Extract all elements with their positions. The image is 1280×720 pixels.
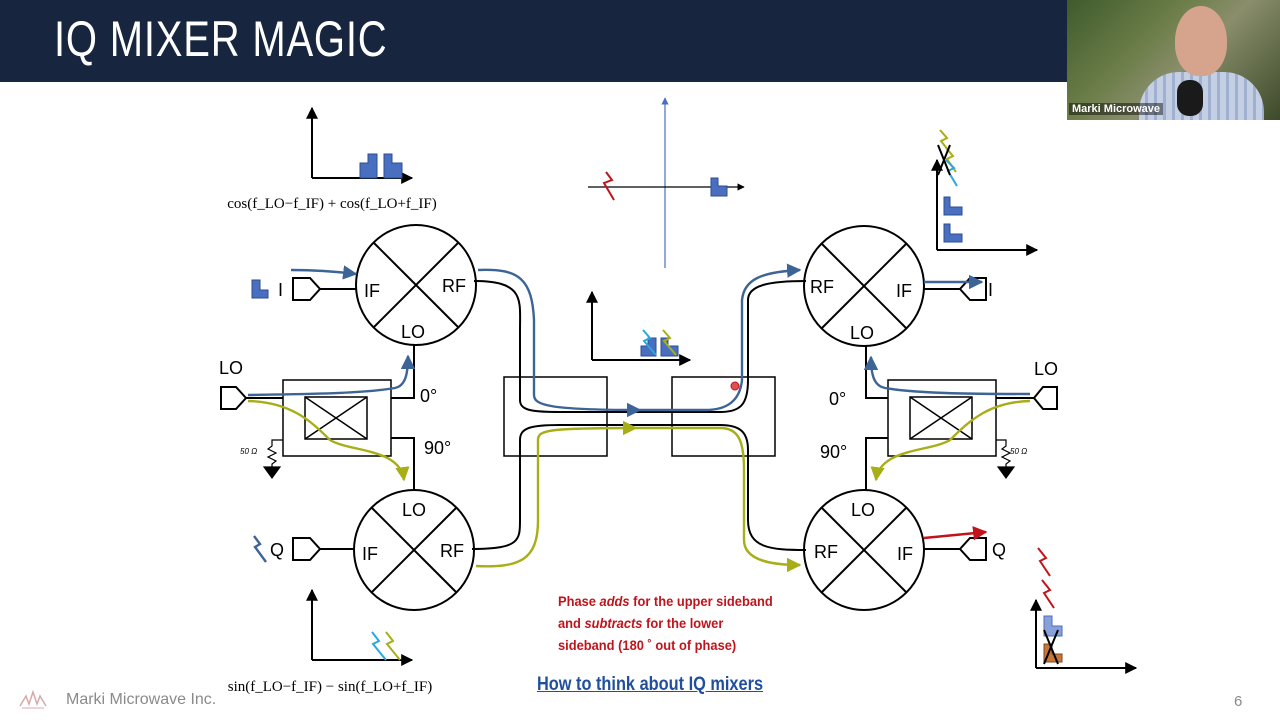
i-input-icon <box>251 279 269 299</box>
tl-rf-label: RF <box>442 276 466 296</box>
phase-90-right: 90° <box>820 442 847 462</box>
termination-right-label: 50 Ω <box>1010 447 1027 456</box>
webcam-feed: Marki Microwave <box>1067 0 1280 120</box>
company-name: Marki Microwave Inc. <box>66 691 217 708</box>
spectrum-bottom-right <box>1030 547 1138 674</box>
q-port-left <box>292 537 322 561</box>
page-number: 6 <box>1234 693 1243 710</box>
lo-label-left: LO <box>219 358 243 378</box>
title-bar <box>0 0 1067 82</box>
q-label-right: Q <box>992 540 1006 560</box>
splitter-right <box>671 376 776 457</box>
br-rf-label: RF <box>814 542 838 562</box>
br-lo-label: LO <box>851 500 875 520</box>
webcam-label: Marki Microwave <box>1069 103 1164 115</box>
tr-if-label: IF <box>896 281 912 301</box>
cross-mark-icon <box>937 144 951 176</box>
spectrum-top-left <box>306 106 414 184</box>
phase-axes <box>588 97 745 268</box>
mixer-top-right <box>803 225 925 347</box>
tl-if-label: IF <box>364 281 380 301</box>
tone-upper-icon <box>383 153 403 179</box>
termination-right <box>996 439 1016 480</box>
q-label-left: Q <box>270 540 284 560</box>
phase-90-left: 90° <box>424 438 451 458</box>
tone-upper-icon <box>943 196 963 216</box>
tone-lower-icon <box>943 223 963 243</box>
tr-rf-label: RF <box>810 277 834 297</box>
phase-0-left: 0° <box>420 386 437 406</box>
port-connectors <box>220 277 1058 561</box>
spectrum-center <box>586 290 692 366</box>
lower-sideband-icon <box>602 171 615 201</box>
lo-port-left <box>220 386 248 410</box>
bl-rf-label: RF <box>440 541 464 561</box>
lo-label-right: LO <box>1034 359 1058 379</box>
bl-if-label: IF <box>362 544 378 564</box>
br-if-label: IF <box>897 544 913 564</box>
tr-lo-label: LO <box>850 323 874 343</box>
presenter-head <box>1175 6 1227 76</box>
hybrid-coupler-right <box>887 379 997 457</box>
i-signal-path <box>247 263 1031 563</box>
phase-0-right: 0° <box>829 389 846 409</box>
termination-left <box>262 439 283 480</box>
spectrum-bottom-left <box>306 588 414 666</box>
q-input-icon <box>253 535 267 563</box>
iq-mixers-link[interactable]: How to think about IQ mixers <box>537 674 764 695</box>
q-signal-path <box>247 399 1031 573</box>
q-port-right <box>958 537 987 561</box>
termination-left-label: 50 Ω <box>240 447 257 456</box>
sideband-phase-note: Phase adds for the upper sideband and su… <box>558 593 773 653</box>
q-output-red-arrow <box>923 526 988 541</box>
cursor-dot <box>730 381 740 391</box>
lo-port-right <box>1032 386 1058 410</box>
tone-lower-icon <box>359 153 378 179</box>
slide-title: IQ MIXER MAGIC <box>54 11 388 67</box>
mixer-top-left <box>355 224 477 346</box>
i-label-left: I <box>278 280 283 300</box>
formula-bottom: sin(f_LO−f_IF) − sin(f_LO+f_IF) <box>228 679 433 695</box>
upper-sideband-icon <box>710 177 728 197</box>
i-label-right: I <box>988 280 993 300</box>
spectrum-top-right <box>931 129 1039 256</box>
tl-lo-label: LO <box>401 322 425 342</box>
wiring <box>246 280 1034 551</box>
i-port-left <box>292 277 322 301</box>
microphone-icon <box>1177 80 1203 116</box>
formula-top: cos(f_LO−f_IF) + cos(f_LO+f_IF) <box>227 196 437 212</box>
bl-lo-label: LO <box>402 500 426 520</box>
combiner-left <box>503 376 608 457</box>
marki-logo-icon <box>19 690 47 709</box>
